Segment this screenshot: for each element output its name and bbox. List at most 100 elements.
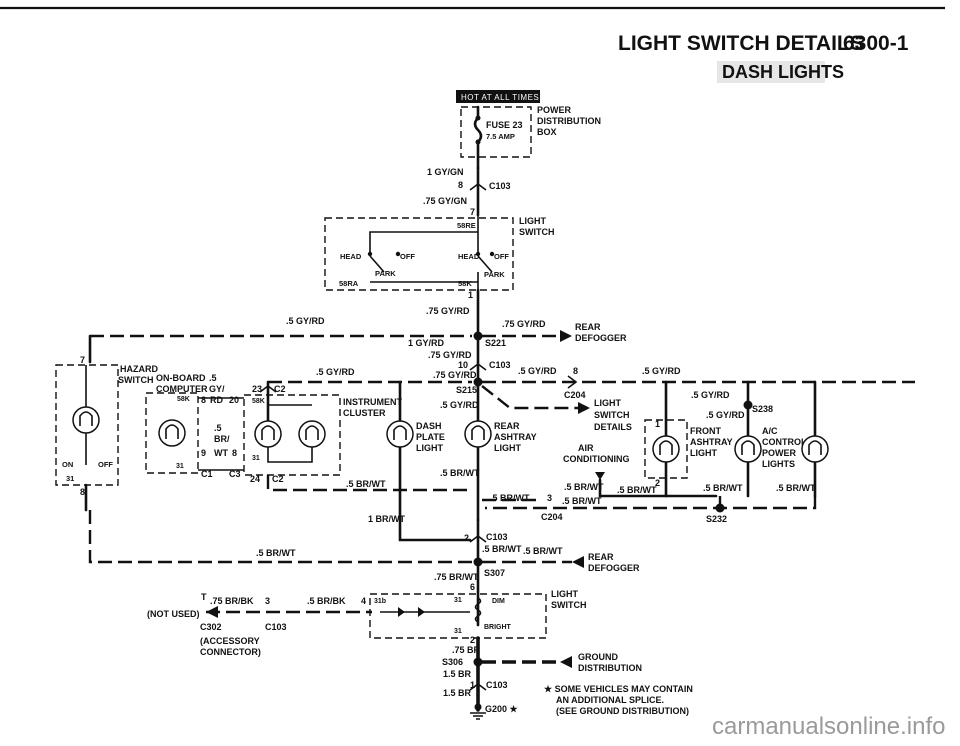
front-ashtray-label-1: FRONT (690, 426, 721, 436)
switch-contact-head-left (367, 251, 373, 257)
fuse-box (460, 106, 532, 158)
pin-8-right: 8 (573, 366, 578, 376)
page-title: LIGHT SWITCH DETAILS (618, 32, 864, 55)
park-left-label: PARK (375, 269, 396, 278)
splice-s238 (743, 400, 753, 410)
rear-defogger-bottom-2: DEFOGGER (588, 563, 640, 573)
cluster-c2b: C2 (272, 474, 284, 484)
rear-ashtray-filament (471, 425, 485, 440)
rear-defogger-top-1: REAR (575, 322, 601, 332)
obc-pin-8: 8 (201, 395, 206, 405)
wire-75-gy-rd-down-2: .75 GY/RD (433, 370, 477, 380)
switch-pin-7: 7 (470, 207, 475, 217)
wire-15-br: 1.5 BR (443, 669, 472, 679)
cluster-wire-brwt: .5 BR/WT (346, 479, 386, 489)
g200-label: G200 ★ (485, 704, 519, 714)
obc-pin-9: 9 (201, 448, 206, 458)
wire-brwt-ac-2: .5 BR/WT (617, 485, 657, 495)
cluster-pin-23: 23 (252, 384, 262, 394)
c103-label-2: C103 (489, 360, 511, 370)
s215-label: S215 (456, 385, 477, 395)
splice-s215 (473, 377, 483, 387)
dimmer-bright: BRIGHT (484, 624, 512, 631)
accessory-label-1: (ACCESSORY (200, 636, 260, 646)
wire-brwt-ac-4: .5 BR/WT (776, 483, 816, 493)
arrow-light-switch-details (578, 402, 590, 414)
rear-ashtray-bulb-icon (464, 420, 492, 448)
c103-label-3: C103 (486, 532, 508, 542)
arrow-rear-defogger-top (560, 330, 572, 342)
c103-connector-icon (469, 183, 487, 191)
air-label-2: CONDITIONING (563, 454, 630, 464)
ground-pin-1: 1 (470, 680, 475, 690)
ground-pin-2: 2 (470, 635, 475, 645)
switch-blade-right (477, 255, 493, 273)
wire-75-gy-gn: .75 GY/GN (423, 196, 467, 206)
dash-plate-label-2: PLATE (416, 432, 445, 442)
light-switch-details-wire (481, 385, 580, 410)
park-right-label: PARK (484, 270, 505, 279)
air-label-1: AIR (578, 443, 594, 453)
dimmer-label-2: SWITCH (551, 600, 587, 610)
rear-defogger-bottom-1: REAR (588, 552, 614, 562)
obc-c1: C1 (201, 469, 213, 479)
wire-brwt-ac-3: .5 BR/WT (703, 483, 743, 493)
obc-pin-8b: 8 (232, 448, 237, 458)
ac-label-1: A/C (762, 426, 778, 436)
pin-3-mid: 3 (547, 493, 552, 503)
hazard-on: ON (62, 460, 73, 469)
obc-bulb-icon (158, 419, 186, 447)
cluster-terminal-58k: 58K (252, 398, 265, 405)
wire-75-gy-rd-rear: .75 GY/RD (502, 319, 546, 329)
off-right-label: OFF (494, 252, 509, 261)
off-left-label: OFF (400, 252, 415, 261)
acc-pin-3: 3 (265, 596, 270, 606)
wire-75-brwt: .75 BR/WT (434, 572, 479, 582)
rear-ashtray-label-2: ASHTRAY (494, 432, 537, 442)
obc-pin-20: 20 (229, 395, 239, 405)
obc-wire-top-3: RD (210, 395, 223, 405)
ground-label-2: DISTRIBUTION (578, 663, 642, 673)
dash-plate-filament (393, 425, 407, 440)
rheostat-icon (474, 597, 482, 623)
dash-plate-bulb-icon (386, 420, 414, 448)
switch-contact-head-right (475, 251, 481, 257)
c103-connector-icon-2 (469, 363, 487, 371)
obc-label-2: COMPUTER (156, 384, 208, 394)
cluster-filament-2 (305, 425, 319, 440)
front-ashtray-label-2: ASHTRAY (690, 437, 733, 447)
dimmer-terminal-31: 31 (454, 597, 462, 604)
cluster-terminal-31: 31 (252, 455, 260, 462)
cluster-filament-1 (261, 425, 275, 440)
pin-8-label: 8 (458, 180, 463, 190)
power-dist-label-3: BOX (537, 127, 557, 137)
hazard-pin-7: 7 (80, 355, 85, 365)
wire-brwt-ac-1: .5 BR/WT (564, 482, 604, 492)
onboard-computer-box (145, 392, 199, 474)
wire-75-br: .75 BR (452, 645, 481, 655)
wire-1-brwt: 1 BR/WT (368, 514, 406, 524)
s306-label: S306 (442, 657, 463, 667)
wire-5-gy-rd-left: .5 GY/RD (286, 316, 325, 326)
front-ashtray-filament (659, 440, 673, 455)
accessory-arrow (206, 606, 218, 618)
lsd-label-2: SWITCH (594, 410, 630, 420)
hazard-pin-8: 8 (80, 487, 85, 497)
acc-pin-t: T (201, 592, 207, 602)
power-dist-label-2: DISTRIBUTION (537, 116, 601, 126)
power-dist-label-1: POWER (537, 105, 572, 115)
ground-symbol-icon (470, 712, 486, 720)
hazard-terminal-31: 31 (66, 474, 74, 483)
wire-dash-brwt: .5 BR/WT (440, 468, 480, 478)
wire-1-gy-gn: 1 GY/GN (427, 167, 464, 177)
ground-label-1: GROUND (578, 652, 618, 662)
hot-badge-label: HOT AT ALL TIMES (461, 93, 539, 102)
note-line-2: AN ADDITIONAL SPLICE. (556, 695, 664, 705)
splice-s306 (473, 657, 483, 667)
obc-c3: C3 (229, 469, 241, 479)
terminal-58re: 58RE (457, 221, 476, 230)
cluster-ground-wire (266, 475, 470, 492)
diode-1-icon (398, 607, 405, 617)
pin-10: 10 (458, 360, 468, 370)
